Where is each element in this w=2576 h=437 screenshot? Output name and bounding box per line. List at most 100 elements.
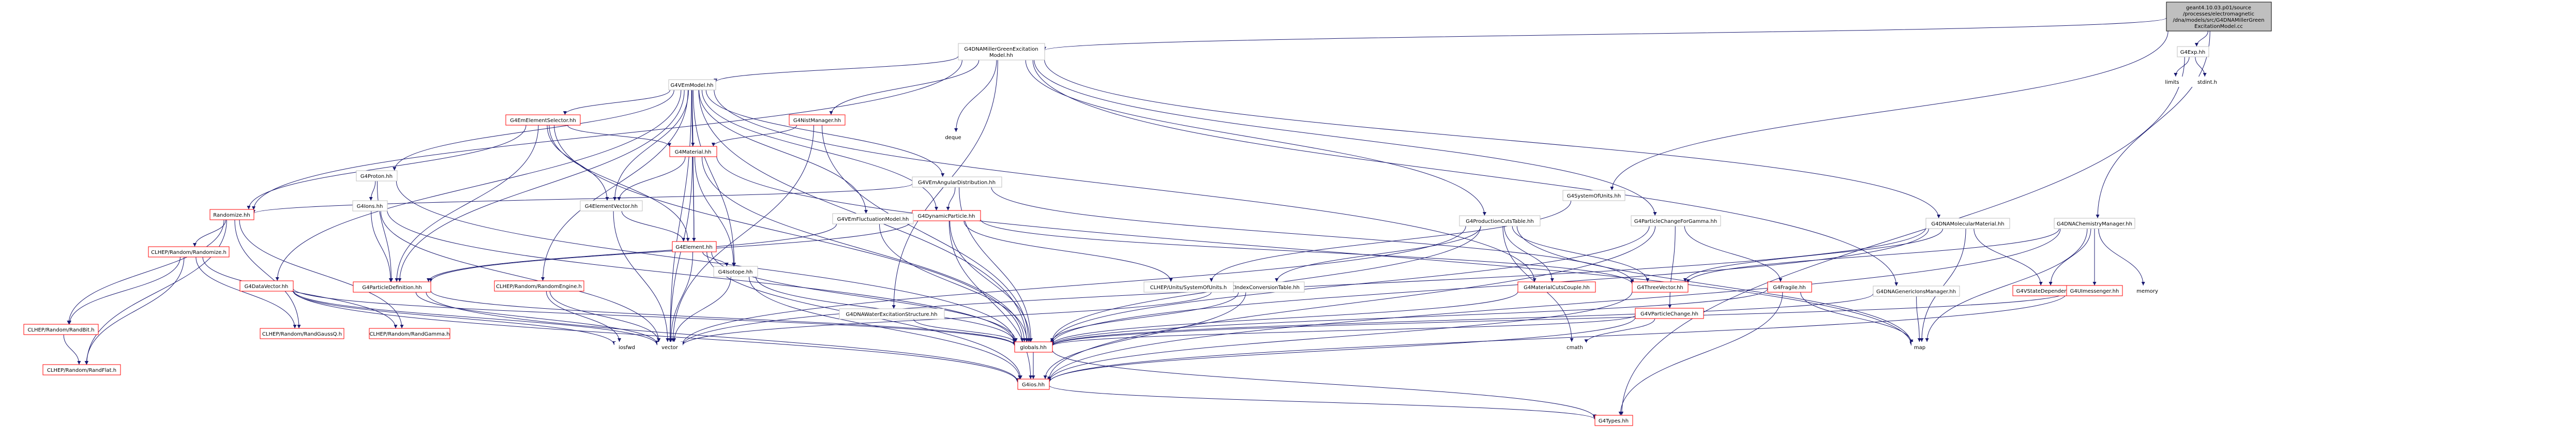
node-box — [2177, 46, 2209, 57]
node-randomize[interactable]: Randomize.hh — [209, 209, 254, 220]
edge-prodCuts-to-matCuts — [1504, 225, 1554, 282]
edge-matCuts-to-globals — [1050, 291, 1518, 345]
edge-dnaChemMgr-to-memory — [2098, 228, 2145, 286]
node-sysUnits[interactable]: G4SystemOfUnits.hh — [1562, 190, 1625, 201]
node-label: deque — [945, 135, 961, 141]
edge-vEmModel-to-proton — [393, 89, 674, 171]
node-emElemSel[interactable]: G4EmElementSelector.hh — [505, 114, 581, 126]
edge-prodCuts-to-mcIndex — [1275, 225, 1481, 282]
edge-dnaChemMgr-to-map — [1925, 228, 2088, 342]
node-partDef[interactable]: G4ParticleDefinition.hh — [353, 281, 431, 293]
node-label: G4ParticleChangeForGamma.hh — [1634, 219, 1717, 224]
edge-millerGreen-to-prodCuts — [1025, 59, 1486, 216]
edge-emFluct-to-partDef — [427, 223, 837, 282]
node-g4ios[interactable]: G4ios.hh — [1017, 379, 1050, 390]
node-proton[interactable]: G4Proton.hh — [356, 170, 398, 182]
edge-dynParticle-to-threeVec — [980, 219, 1634, 284]
node-fragile[interactable]: G4Fragile.hh — [1767, 281, 1812, 293]
node-vPartChange[interactable]: G4VParticleChange.hh — [1635, 308, 1704, 319]
node-dataVector[interactable]: G4DataVector.hh — [239, 280, 294, 292]
edge-emElemSel-to-partDef — [395, 125, 539, 282]
edge-randEngine-to-iosfwd — [546, 291, 622, 342]
node-iosfwd[interactable]: iosfwd — [614, 342, 640, 352]
edge-emElemSel-to-globals — [554, 125, 1024, 342]
node-globals[interactable]: globals.hh — [1014, 341, 1053, 353]
edge-millerGreen-to-deque — [954, 59, 997, 132]
header-nodes: geant4.10.03.p01/source/processes/electr… — [23, 2, 2272, 426]
node-ions[interactable]: G4Ions.hh — [352, 200, 388, 212]
edge-vEmModel-to-emElemSel — [563, 89, 671, 115]
node-randGaussQ[interactable]: CLHEP/Random/RandGaussQ.h — [260, 328, 344, 339]
node-isotope[interactable]: G4Isotope.hh — [713, 266, 758, 277]
node-label: G4Proton.hh — [360, 174, 393, 179]
node-label: G4UImessenger.hh — [2070, 289, 2119, 294]
node-dnaMolMat[interactable]: G4DNAMolecularMaterial.hh — [1925, 218, 2010, 229]
node-dynParticle[interactable]: G4DynamicParticle.hh — [912, 210, 981, 221]
node-memory[interactable]: memory — [2135, 285, 2160, 296]
edge-randomize-to-clhepRandomize — [193, 219, 226, 247]
edge-randEngine-to-vector — [549, 291, 661, 342]
node-label: G4DNAMolecularMaterial.hh — [1931, 221, 2004, 227]
edge-clhepRandomize-to-randGaussQ — [195, 257, 297, 329]
node-chargeFeGamma[interactable]: G4ParticleChangeForGamma.hh — [1631, 215, 1721, 227]
edge-root-to-dnaChemMgr — [2096, 31, 2210, 219]
node-label: vector — [661, 345, 679, 351]
node-box — [1563, 342, 1586, 352]
node-label: G4SystemOfUnits.hh — [1567, 193, 1621, 199]
node-vector[interactable]: vector — [657, 342, 683, 352]
node-box — [672, 241, 717, 252]
node-cmath[interactable]: cmath — [1563, 342, 1586, 352]
node-dnaGenIons[interactable]: G4DNAGenericIonsManager.hh — [1873, 285, 1960, 297]
node-nistMgr[interactable]: G4NistManager.hh — [789, 114, 846, 126]
edge-proton-to-ions — [369, 180, 376, 201]
node-box — [1517, 281, 1596, 293]
edge-millerGreen-to-dnaGenIons — [1032, 59, 1899, 287]
node-box — [912, 176, 1002, 188]
edge-randomize-to-randGaussQ — [234, 219, 301, 329]
node-threeVec[interactable]: G4ThreeVector.hh — [1632, 281, 1689, 293]
edge-millerGreen-to-randomize — [252, 59, 962, 210]
node-dnaWater[interactable]: G4DNAWaterExcitationStructure.hh — [839, 308, 945, 320]
node-map[interactable]: map — [1911, 342, 1928, 352]
node-box — [505, 114, 581, 126]
edge-exp-to-stdint — [2195, 56, 2207, 77]
node-label: CLHEP/Random/RandGaussQ.h — [262, 331, 342, 337]
edge-emElemSel-to-elemVector — [547, 125, 609, 201]
edge-dnaChemMgr-to-threeVec — [1686, 228, 2060, 283]
node-randFlat[interactable]: CLHEP/Random/RandFlat.h — [42, 364, 121, 375]
node-randBit[interactable]: CLHEP/Random/RandBit.h — [23, 324, 99, 335]
node-emFluct[interactable]: G4VEmFluctuationModel.hh — [832, 213, 914, 224]
node-exp[interactable]: G4Exp.hh — [2177, 46, 2209, 57]
edge-isotope-to-g4ios — [748, 276, 1022, 380]
node-randEngine[interactable]: CLHEP/Random/RandomEngine.h — [494, 280, 584, 292]
node-label: map — [1914, 345, 1925, 351]
node-label: G4MCCIndexConversionTable.hh — [1216, 285, 1300, 291]
node-box — [1873, 285, 1960, 297]
node-label: G4MaterialCutsCouple.hh — [1524, 285, 1590, 291]
edge-partDef-to-globals — [430, 290, 1016, 345]
edge-dnaMolMat-to-map — [1920, 228, 1966, 342]
node-emAngDist[interactable]: G4VEmAngularDistribution.hh — [912, 176, 1002, 188]
edge-ions-to-vector — [380, 210, 661, 342]
node-label: G4DynamicParticle.hh — [917, 214, 975, 219]
node-randGamma[interactable]: CLHEP/Random/RandGamma.h — [369, 328, 450, 339]
node-deque[interactable]: deque — [942, 132, 965, 142]
edge-dynParticle-to-clhepUnits — [963, 220, 1173, 282]
node-limits[interactable]: limits — [2160, 77, 2185, 87]
node-umsg[interactable]: G4UImessenger.hh — [2066, 285, 2123, 296]
node-prodCuts[interactable]: G4ProductionCutsTable.hh — [1459, 215, 1541, 227]
node-matCuts[interactable]: G4MaterialCutsCouple.hh — [1517, 281, 1596, 293]
node-elemVector[interactable]: G4ElementVector.hh — [580, 200, 643, 212]
node-element[interactable]: G4Element.hh — [672, 241, 717, 252]
node-g4types[interactable]: G4Types.hh — [1594, 415, 1633, 426]
node-box — [958, 43, 1045, 61]
node-root[interactable]: geant4.10.03.p01/source/processes/electr… — [2166, 2, 2272, 32]
node-clhepRandomize[interactable]: CLHEP/Random/Randomize.h — [148, 246, 230, 258]
node-stdint[interactable]: stdint.h — [2192, 77, 2223, 87]
node-material[interactable]: G4Material.hh — [669, 146, 717, 157]
node-vEmModel[interactable]: G4VEmModel.hh — [668, 79, 716, 91]
node-dnaChemMgr[interactable]: G4DNAChemistryManager.hh — [2054, 218, 2135, 229]
node-clhepUnits[interactable]: CLHEP/Units/SystemOfUnits.h — [1143, 281, 1234, 293]
edge-isotope-to-vector — [672, 276, 731, 342]
